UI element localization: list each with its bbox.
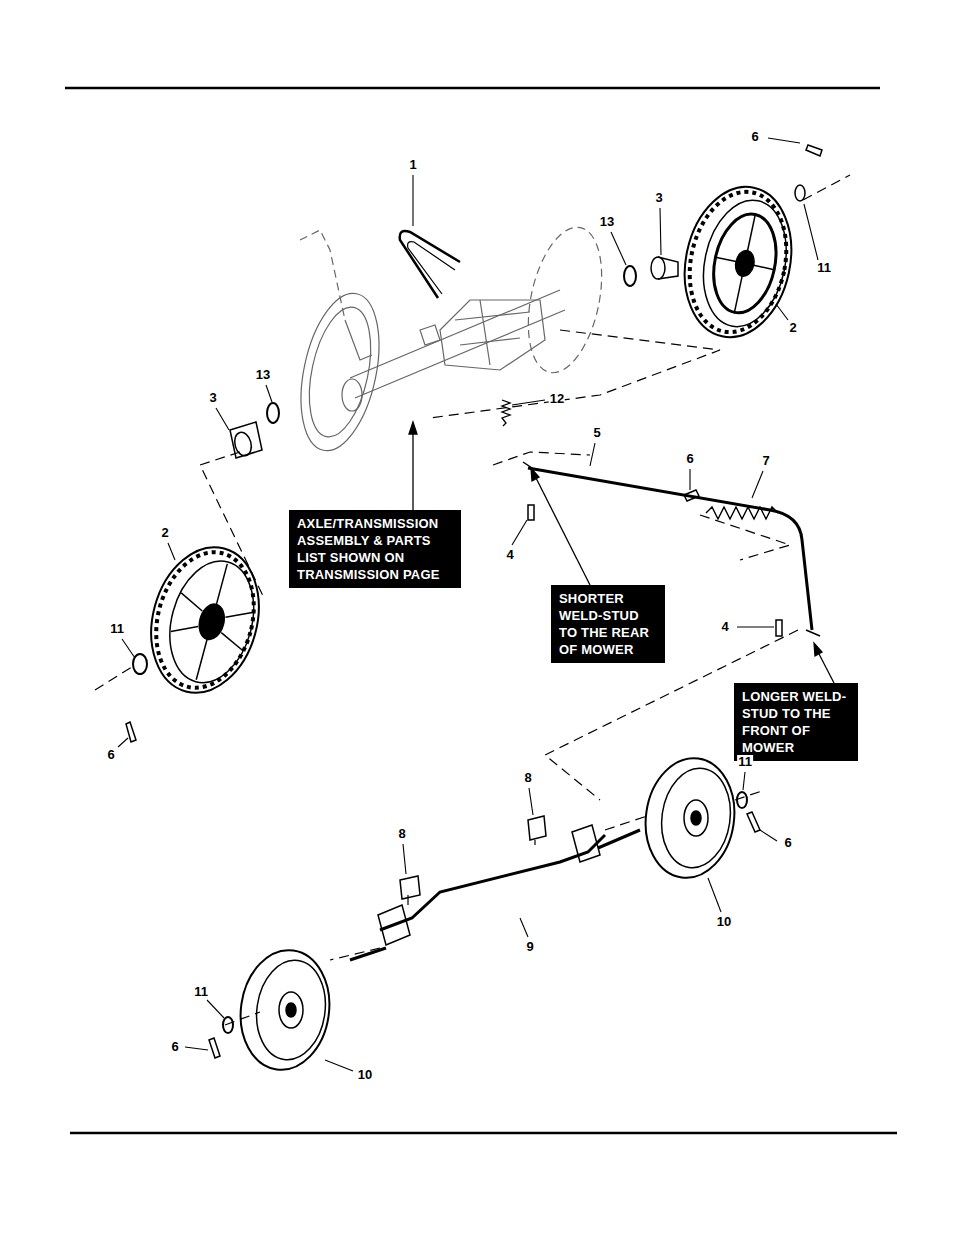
callout-number: 13 [255,368,271,382]
callout-number: 8 [523,771,532,785]
note-box: LONGER WELD-STUD TO THE FRONT OF MOWER [734,683,858,761]
note-text: LONGER WELD-STUD TO THE FRONT OF MOWER [742,688,850,756]
callout-number: 11 [193,985,209,999]
callout-number: 6 [685,452,694,466]
callout-number: 8 [397,827,406,841]
callout-number: 13 [599,215,615,229]
callout-number: 7 [761,454,770,468]
callout-number: 3 [654,191,663,205]
callout-number: 10 [716,915,732,929]
callout-number: 6 [750,130,759,144]
callout-number: 2 [160,526,169,540]
note-text: SHORTER WELD-STUD TO THE REAR OF MOWER [559,590,657,658]
callout-number: 11 [109,622,125,636]
callout-number: 6 [783,836,792,850]
note-text: AXLE/TRANSMISSION ASSEMBLY & PARTS LIST … [297,515,453,583]
callout-number: 2 [788,321,797,335]
callout-number: 6 [170,1040,179,1054]
callout-number: 10 [357,1068,373,1082]
note-box: SHORTER WELD-STUD TO THE REAR OF MOWER [551,585,665,663]
callout-number: 5 [592,426,601,440]
callout-number: 11 [737,755,753,769]
callout-number: 12 [549,392,565,406]
callout-number: 4 [505,548,514,562]
callout-number: 6 [106,748,115,762]
callout-number: 9 [525,940,534,954]
callout-number: 4 [720,620,729,634]
callout-number: 3 [208,391,217,405]
callout-number: 1 [408,158,417,172]
note-box: AXLE/TRANSMISSION ASSEMBLY & PARTS LIST … [289,510,461,588]
callout-number: 11 [816,261,832,275]
